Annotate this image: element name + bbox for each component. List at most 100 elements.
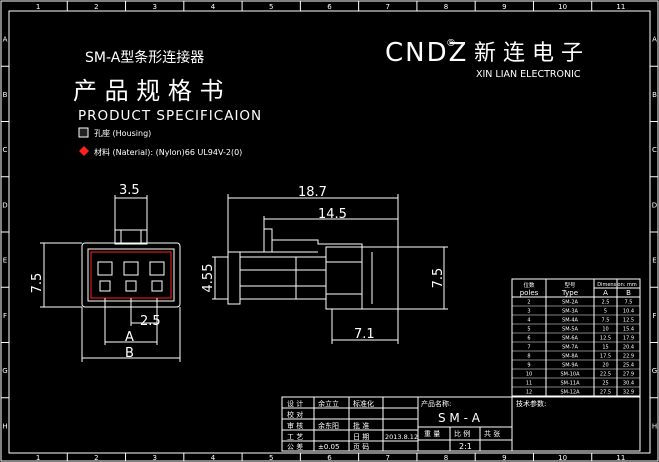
spec-table-cell: 12.5 xyxy=(623,318,634,324)
spec-table-cell: 11 xyxy=(526,381,532,387)
dim-3-5: 3.5 xyxy=(119,183,140,198)
material-diamond-icon xyxy=(79,146,89,156)
dim-4-55: 4.55 xyxy=(201,264,216,293)
spec-table-cell: 7 xyxy=(527,345,530,351)
spec-table-cell: SM-10A xyxy=(560,372,580,378)
tb-scale: 2:1 xyxy=(459,442,472,451)
tb-r5-c2: ±0.05 xyxy=(318,443,339,451)
tb-tech-params: 技术参数: xyxy=(516,399,546,408)
front-latch xyxy=(114,229,148,245)
brand-cn: 新 连 电 子 xyxy=(474,41,583,66)
dim-b: B xyxy=(125,346,134,361)
spec-table-cell: SM-5A xyxy=(562,327,578,333)
spec-table-cell: 8 xyxy=(527,354,530,360)
spec-table-cell: SM-8A xyxy=(562,354,578,360)
spec-table-cell: SM-9A xyxy=(562,363,578,369)
spec-table-cell: SM-12A xyxy=(560,390,580,396)
front-view xyxy=(40,195,181,362)
title-block xyxy=(281,396,641,452)
spec-table-cell: 10 xyxy=(526,372,532,378)
model-title: SM-A型条形连接器 xyxy=(85,49,204,66)
frame-right-letter: B xyxy=(652,91,657,99)
frame-top-number: 8 xyxy=(444,3,448,11)
frame-top-number: 5 xyxy=(269,3,273,11)
frame-top-number: 11 xyxy=(616,3,625,11)
tb-r1-c2: 余立立 xyxy=(318,399,339,408)
frame-bottom-number: 2 xyxy=(94,454,98,462)
tb-r3-c1: 审 核 xyxy=(287,421,303,430)
frame-left-letter: G xyxy=(2,367,7,375)
frame-right-letter: D xyxy=(652,201,657,209)
spec-table-cell: 9 xyxy=(527,363,530,369)
spec-table-cell: 2 xyxy=(527,300,530,306)
spec-table-header: 型号 xyxy=(564,281,576,289)
frame-top-number: 4 xyxy=(211,3,216,11)
tb-r1-c3: 标准化 xyxy=(353,399,374,408)
frame-left-letter: B xyxy=(3,91,8,99)
brand-en: XIN LIAN ELECTRONIC xyxy=(476,69,581,80)
frame-left-letter: A xyxy=(3,36,8,44)
spec-table-cell: 12 xyxy=(526,390,532,396)
spec-table-cell: 5 xyxy=(604,309,607,315)
title-en: PRODUCT SPECIFICAION xyxy=(78,108,262,124)
frame-top-number: 7 xyxy=(386,3,390,11)
tb-product-label: 产品名称: xyxy=(421,399,451,408)
frame-bottom-number: 9 xyxy=(502,454,506,462)
frame-right-letter: H xyxy=(652,422,657,430)
spec-table-cell: 20.4 xyxy=(623,345,634,351)
frame-top-number: 2 xyxy=(94,3,98,11)
spec-table-cell: 4 xyxy=(527,318,530,324)
spec-table-cell: 2.5 xyxy=(602,300,610,306)
spec-table-header: poles xyxy=(520,289,539,297)
pin-slot-1 xyxy=(99,280,111,292)
tb-r1-c1: 设 计 xyxy=(287,399,303,408)
spec-table-cell: SM-6A xyxy=(562,336,578,342)
legend-housing: 孔座 (Housing) xyxy=(94,128,151,138)
spec-table-cell: 22.5 xyxy=(600,372,611,378)
frame-right-letter: E xyxy=(652,257,656,265)
spec-table-cell: 15.4 xyxy=(623,327,634,333)
frame-bottom-number: 6 xyxy=(327,454,332,462)
tb-product-name: S M - A xyxy=(438,411,481,425)
side-view xyxy=(212,194,448,344)
frame-bottom-number: 7 xyxy=(386,454,390,462)
tb-r3-c3: 批 准 xyxy=(353,421,369,430)
tb-r3-c2: 余东阳 xyxy=(318,421,339,430)
frame-bottom-number: 8 xyxy=(444,454,448,462)
spec-table-cell: 5 xyxy=(527,327,530,333)
spec-table-cell: 10 xyxy=(602,327,608,333)
spec-table-cell: 22.9 xyxy=(623,354,634,360)
spec-table-cell: SM-11A xyxy=(560,381,580,387)
frame-top-number: 9 xyxy=(502,3,506,11)
pin-cavity-1 xyxy=(97,261,113,276)
tb-r5-c3: 页 码 xyxy=(353,443,369,451)
brand-cnd: CNDZ xyxy=(385,38,468,68)
legend-material: 材料 (Naterial): (Nylon)66 UL94V-2(0) xyxy=(94,147,242,157)
spec-table-cell: 17.5 xyxy=(600,354,611,360)
dim-7-5-left: 7.5 xyxy=(30,273,45,294)
spec-table-header: Type xyxy=(561,289,578,297)
dim-14-5: 14.5 xyxy=(318,207,347,222)
spec-table-cell: SM-3A xyxy=(562,309,578,315)
frame-left-letter: D xyxy=(2,201,7,209)
pin-slot-3 xyxy=(151,280,163,292)
dim-7-5-right: 7.5 xyxy=(431,268,446,289)
pin-slot-2 xyxy=(125,280,137,292)
frame-right-letter: F xyxy=(652,312,656,320)
frame-left-letter: E xyxy=(3,257,7,265)
tb-r4-c4: 2013.8.12 xyxy=(385,433,418,441)
tb-scale-label-3: 共 张 xyxy=(484,429,500,438)
tb-scale-label-2: 比 例 xyxy=(454,429,470,438)
spec-table-cell: 3 xyxy=(527,309,530,315)
frame-left-letter: C xyxy=(3,146,8,154)
housing-swatch-icon xyxy=(78,127,89,138)
spec-table-cell: 15 xyxy=(602,345,608,351)
tb-scale-label-1: 重 量 xyxy=(424,430,440,438)
tb-r2-c1: 校 对 xyxy=(287,410,303,419)
spec-table-cell: 7.5 xyxy=(602,318,610,324)
